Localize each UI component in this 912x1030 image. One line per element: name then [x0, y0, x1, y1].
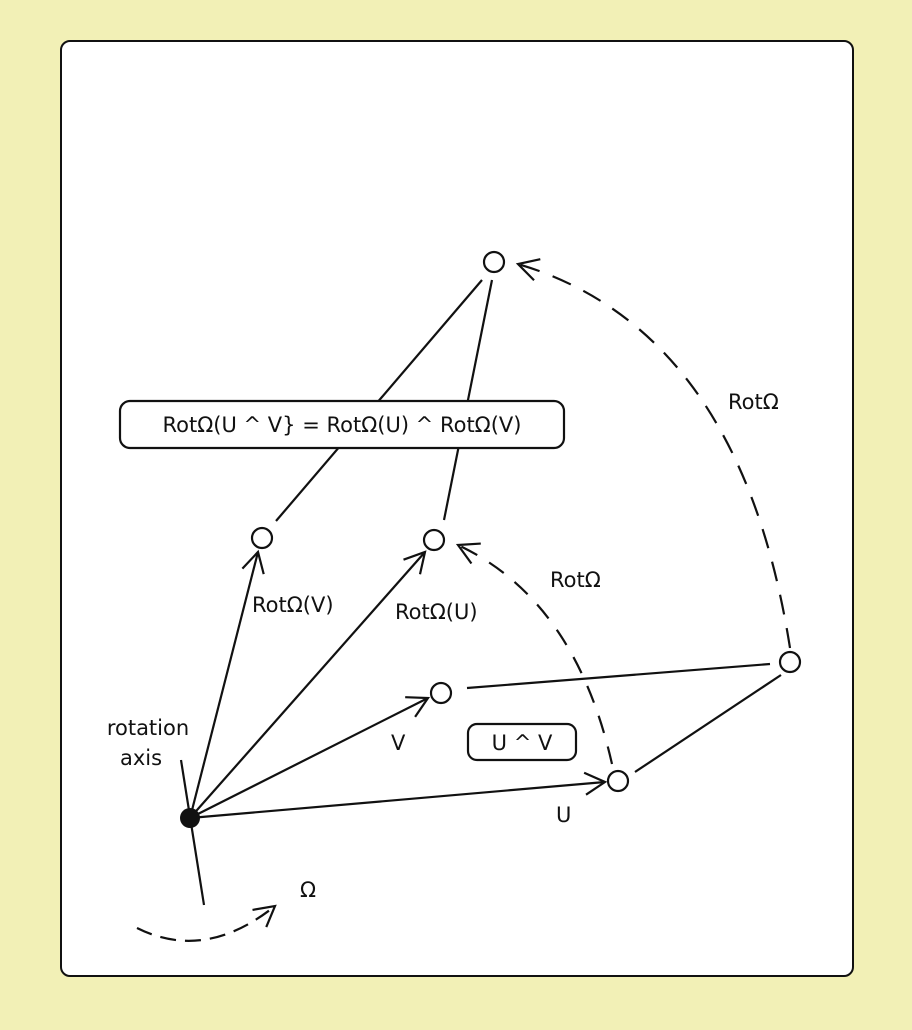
node-rot-v	[250, 526, 274, 550]
rotation-axis-line	[179, 759, 206, 906]
rotation-axis-label-line2: axis	[120, 746, 162, 770]
rot-u-label: RotΩ(U)	[395, 600, 478, 624]
equation-box: RotΩ(U ^ V} = RotΩ(U) ^ RotΩ(V)	[118, 399, 566, 450]
node-u	[606, 769, 630, 793]
omega-label: Ω	[300, 878, 316, 902]
u-label: U	[556, 803, 571, 827]
equation-label: RotΩ(U ^ V} = RotΩ(U) ^ RotΩ(V)	[163, 413, 522, 437]
vector-rot-v-arrow	[188, 549, 265, 819]
node-u-wedge-v	[778, 650, 802, 674]
wedge-box: U ^ V	[466, 722, 578, 762]
origin-node	[180, 808, 200, 828]
edge-v-to-wedge	[466, 662, 771, 690]
rotation-arc-u	[455, 542, 614, 765]
node-rot-u-wedge-v	[482, 250, 506, 274]
edge-u-to-wedge	[634, 674, 782, 773]
rot-v-label: RotΩ(V)	[252, 593, 334, 617]
node-rot-u	[422, 528, 446, 552]
v-label: V	[391, 731, 406, 755]
vector-v-arrow	[189, 696, 431, 819]
vector-rot-u-arrow	[189, 550, 427, 819]
node-v	[429, 681, 453, 705]
vector-u-arrow	[189, 771, 608, 820]
wedge-label: U ^ V	[492, 731, 553, 755]
rotation-axis-label-line1: rotation	[107, 716, 189, 740]
omega-rotation-arc	[136, 904, 277, 942]
rot-arc-wedge-label: RotΩ	[728, 390, 779, 414]
rotation-arc-wedge	[515, 258, 792, 649]
rot-arc-u-label: RotΩ	[550, 568, 601, 592]
